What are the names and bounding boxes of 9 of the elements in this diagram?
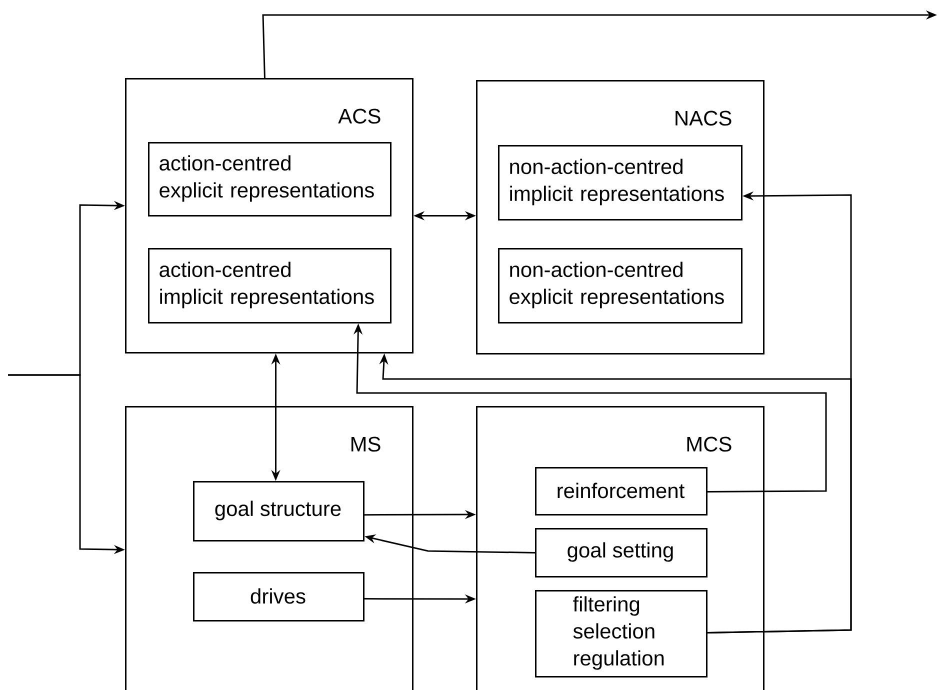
- representation-box: non-action-centred implicit representations: [498, 145, 742, 220]
- process-box: goal structure: [193, 481, 364, 542]
- process-box: filtering selection regulation: [535, 590, 708, 678]
- representation-box: non-action-centred explicit representations: [498, 248, 742, 324]
- process-box: goal setting: [535, 528, 708, 578]
- representation-box: action-centred explicit representations: [148, 142, 392, 216]
- process-box: reinforcement: [535, 467, 708, 516]
- process-box: drives: [193, 572, 364, 622]
- representation-box: action-centred implicit representations: [148, 248, 392, 324]
